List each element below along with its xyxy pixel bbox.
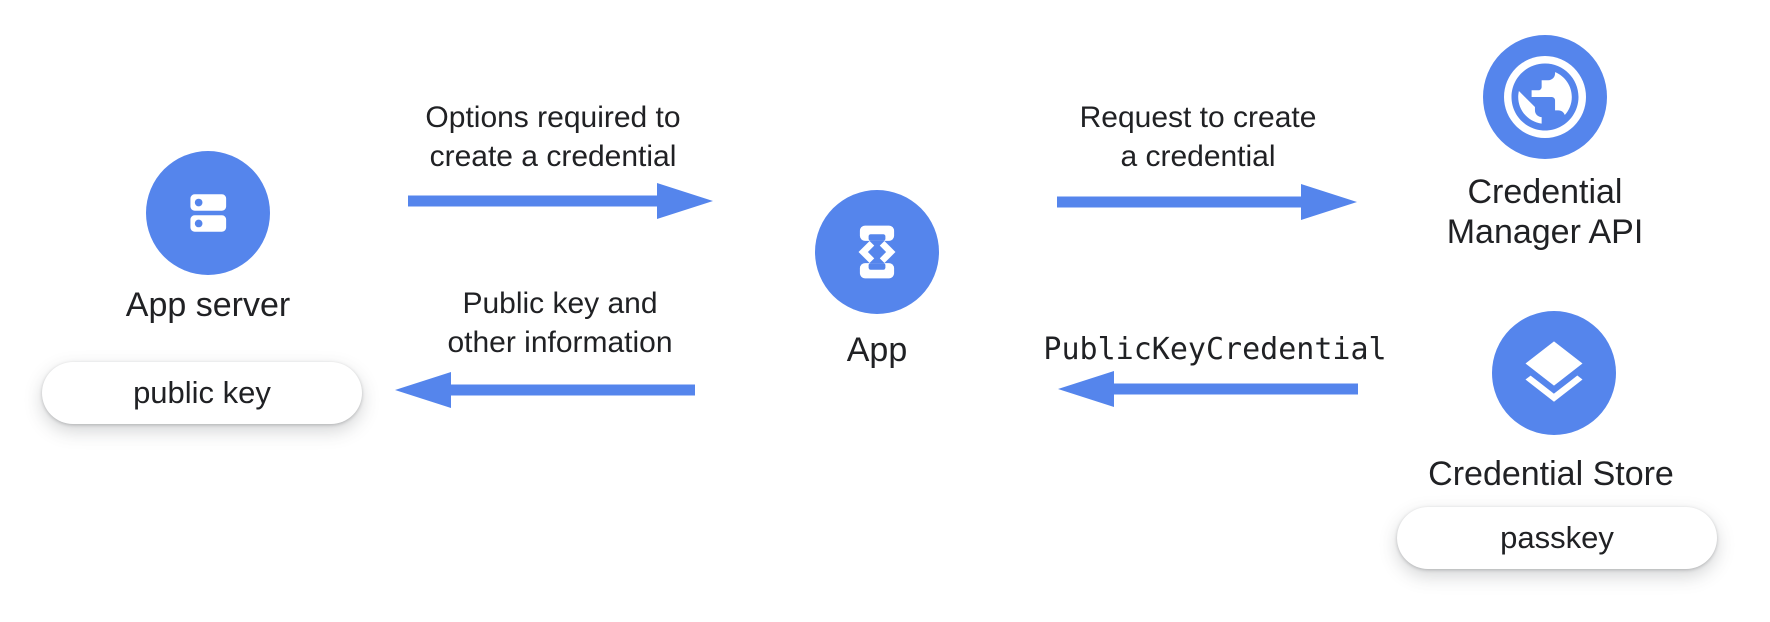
phone-code-icon bbox=[841, 216, 913, 288]
app-node bbox=[815, 190, 939, 314]
request-create-arrow-right-icon bbox=[1057, 182, 1357, 222]
public-key-info-arrow-left-icon bbox=[395, 370, 695, 410]
app-server-label: App server bbox=[125, 286, 291, 324]
public-key-credential-arrow-label: PublicKeyCredential bbox=[1043, 332, 1387, 367]
app-server-node bbox=[146, 151, 270, 275]
app-label: App bbox=[846, 331, 908, 369]
public-key-badge-label: public key bbox=[133, 375, 271, 410]
public-key-credential-arrow-left-icon bbox=[1058, 369, 1358, 409]
globe-icon bbox=[1483, 35, 1607, 159]
credential-store-node bbox=[1492, 311, 1616, 435]
passkey-badge: passkey bbox=[1397, 507, 1717, 569]
credential-manager-api-node bbox=[1483, 35, 1607, 159]
layers-icon bbox=[1516, 335, 1592, 411]
passkey-badge-label: passkey bbox=[1500, 520, 1614, 555]
request-create-arrow-label: Request to create a credential bbox=[1079, 101, 1317, 173]
server-icon bbox=[174, 179, 242, 247]
options-arrow-right-icon bbox=[408, 181, 713, 221]
public-key-badge: public key bbox=[42, 362, 362, 424]
credential-store-label: Credential Store bbox=[1428, 455, 1674, 493]
public-key-info-arrow-label: Public key and other information bbox=[447, 287, 673, 359]
credential-manager-api-label: Credential Manager API bbox=[1446, 173, 1644, 251]
options-arrow-label: Options required to create a credential bbox=[425, 101, 681, 173]
